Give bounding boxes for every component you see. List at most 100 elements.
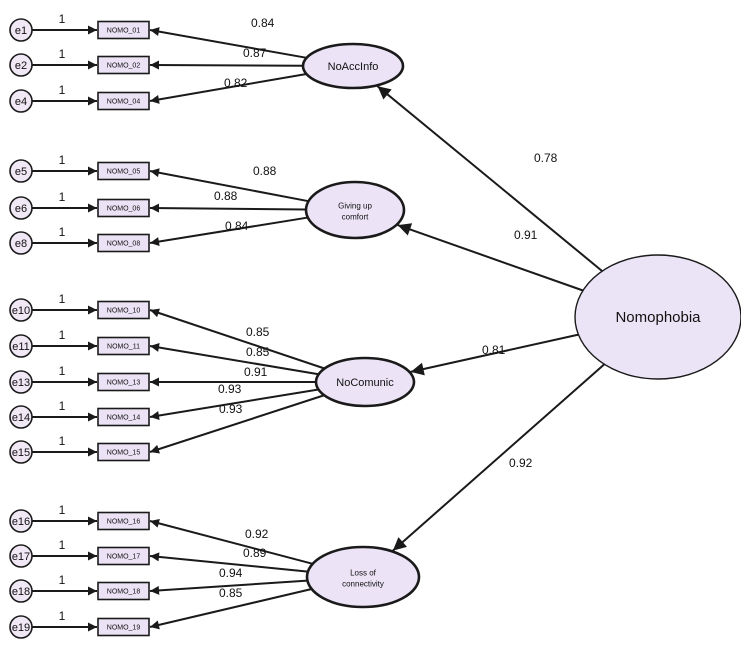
observed-variable[interactable] [97, 372, 150, 392]
error-term[interactable] [9, 334, 33, 358]
observed-variable[interactable] [97, 91, 150, 111]
loading-path [149, 216, 308, 247]
observed-variable-label: NOMO_19 [107, 625, 141, 632]
fixed-weight-label: 1 [59, 83, 66, 97]
loading-path [149, 343, 319, 376]
loading-value-label: 0.94 [219, 566, 243, 580]
latent-factor[interactable] [305, 545, 421, 609]
error-term-label: e10 [12, 305, 30, 317]
observed-variable[interactable] [97, 442, 150, 462]
loading-path [149, 308, 325, 370]
loading-path [149, 73, 307, 104]
error-term[interactable] [9, 18, 33, 42]
observed-variable[interactable] [97, 198, 150, 218]
latent-factor[interactable] [301, 42, 405, 90]
observed-variable[interactable] [97, 55, 150, 75]
error-term-label: e15 [12, 447, 30, 459]
observed-variable-label: NOMO_10 [107, 308, 141, 315]
fixed-weight-label: 1 [59, 328, 66, 342]
observed-variable[interactable] [97, 546, 150, 566]
observed-variable[interactable] [97, 161, 150, 181]
fixed-weight-label: 1 [59, 47, 66, 61]
observed-variable-label: NOMO_06 [107, 206, 141, 213]
latent-factor[interactable] [304, 180, 406, 240]
observed-variable-label: NOMO_08 [107, 241, 141, 248]
latent-factor-label: Loss of [350, 569, 377, 578]
fixed-weight-label: 1 [59, 364, 66, 378]
latent-factor-label: comfort [342, 213, 369, 222]
path-coefficient-label: 0.81 [482, 343, 506, 357]
nodes-layer [9, 18, 741, 639]
error-term[interactable] [9, 231, 33, 255]
observed-variable[interactable] [97, 233, 150, 253]
fixed-weight-label: 1 [59, 12, 66, 26]
error-term[interactable] [9, 509, 33, 533]
error-term-label: e14 [12, 412, 30, 424]
observed-variable[interactable] [97, 511, 150, 531]
structural-path [376, 85, 603, 272]
fixed-weight-label: 1 [59, 503, 66, 517]
structural-path [392, 363, 605, 552]
error-term-label: e2 [15, 60, 27, 72]
loading-path [149, 27, 307, 59]
paths-layer [32, 25, 605, 632]
fixed-weight-label: 1 [59, 573, 66, 587]
observed-variable[interactable] [97, 20, 150, 40]
loading-value-label: 0.88 [214, 189, 238, 203]
fixed-weight-label: 1 [59, 190, 66, 204]
error-term[interactable] [9, 159, 33, 183]
error-term[interactable] [9, 89, 33, 113]
error-term-label: e8 [15, 238, 27, 250]
observed-variable[interactable] [97, 617, 150, 637]
loading-path [149, 552, 309, 573]
fixed-weight-label: 1 [59, 225, 66, 239]
loading-path [149, 203, 307, 213]
error-term-label: e17 [12, 551, 30, 563]
loading-value-label: 0.85 [219, 586, 243, 600]
loading-value-label: 0.84 [225, 219, 249, 233]
loading-value-label: 0.85 [246, 325, 270, 339]
error-term[interactable] [9, 544, 33, 568]
observed-variable[interactable] [97, 581, 150, 601]
error-term[interactable] [9, 405, 33, 429]
latent-factor-label: NoAccInfo [328, 61, 379, 73]
loading-value-label: 0.84 [251, 16, 275, 30]
observed-variable-label: NOMO_05 [107, 169, 141, 176]
error-term[interactable] [9, 440, 33, 464]
latent-factor-label: NoComunic [336, 377, 394, 389]
error-term-label: e1 [15, 25, 27, 37]
observed-variable-label: NOMO_15 [107, 450, 141, 457]
error-term[interactable] [9, 370, 33, 394]
fixed-weight-label: 1 [59, 434, 66, 448]
fixed-weight-label: 1 [59, 153, 66, 167]
error-term[interactable] [9, 298, 33, 322]
error-term-label: e6 [15, 203, 27, 215]
fixed-weight-label: 1 [59, 538, 66, 552]
error-term[interactable] [9, 615, 33, 639]
observed-variable-label: NOMO_11 [107, 344, 140, 351]
observed-variable-label: NOMO_13 [107, 380, 141, 387]
latent-factor-label: connectivity [342, 580, 384, 589]
error-term[interactable] [9, 196, 33, 220]
structural-path [397, 223, 584, 292]
loading-value-label: 0.93 [218, 382, 242, 396]
path-coefficient-label: 0.91 [514, 228, 538, 242]
loading-path [149, 588, 312, 630]
error-term-label: e18 [12, 586, 30, 598]
error-term[interactable] [9, 53, 33, 77]
latent-factor[interactable] [314, 356, 416, 408]
loading-path [149, 579, 308, 595]
observed-variable[interactable] [97, 336, 150, 356]
loading-value-label: 0.92 [245, 527, 269, 541]
error-term-label: e13 [12, 377, 30, 389]
loading-value-label: 0.88 [253, 164, 277, 178]
error-term-label: e19 [12, 622, 30, 634]
loading-value-label: 0.87 [243, 46, 267, 60]
observed-variable[interactable] [97, 407, 150, 427]
factor-nomophobia[interactable] [574, 254, 741, 380]
observed-variable[interactable] [97, 300, 150, 320]
error-term[interactable] [9, 579, 33, 603]
observed-variable-label: NOMO_01 [107, 28, 141, 35]
loading-path [149, 388, 319, 420]
